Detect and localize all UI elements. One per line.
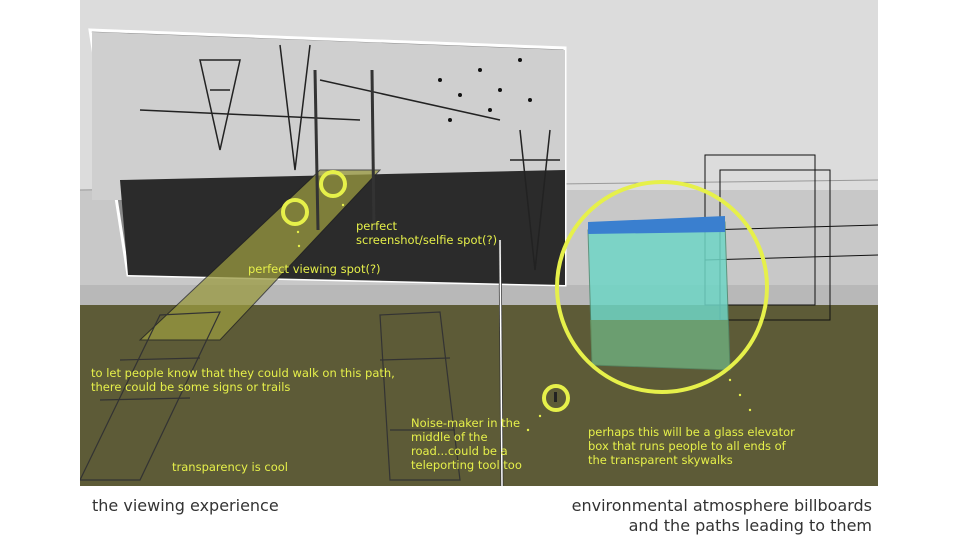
highlight-circle-viewing <box>281 198 309 226</box>
billboard <box>88 28 567 287</box>
wireframe-structure <box>704 154 878 321</box>
glass-elevator-box <box>587 216 731 371</box>
caption-right-line1: environmental atmosphere billboards <box>571 496 872 515</box>
highlight-circle-elevator <box>555 180 769 394</box>
caption-right-line2: and the paths leading to them <box>628 516 872 535</box>
3d-model-render <box>80 0 878 486</box>
annotation-noise-maker: Noise-maker in the middle of the road...… <box>411 416 522 472</box>
caption-left: the viewing experience <box>92 496 279 515</box>
walkway-path <box>138 169 382 341</box>
annotation-transparency: transparency is cool <box>172 460 288 474</box>
highlight-circle-noise-maker <box>542 384 570 412</box>
annotation-signs: to let people know that they could walk … <box>91 366 395 394</box>
annotation-screenshot-spot: perfect screenshot/selfie spot(?) <box>356 219 498 247</box>
annotation-elevator: perhaps this will be a glass elevator bo… <box>588 425 795 467</box>
annotation-viewing-spot: perfect viewing spot(?) <box>248 262 381 276</box>
highlight-circle-selfie <box>319 170 347 198</box>
